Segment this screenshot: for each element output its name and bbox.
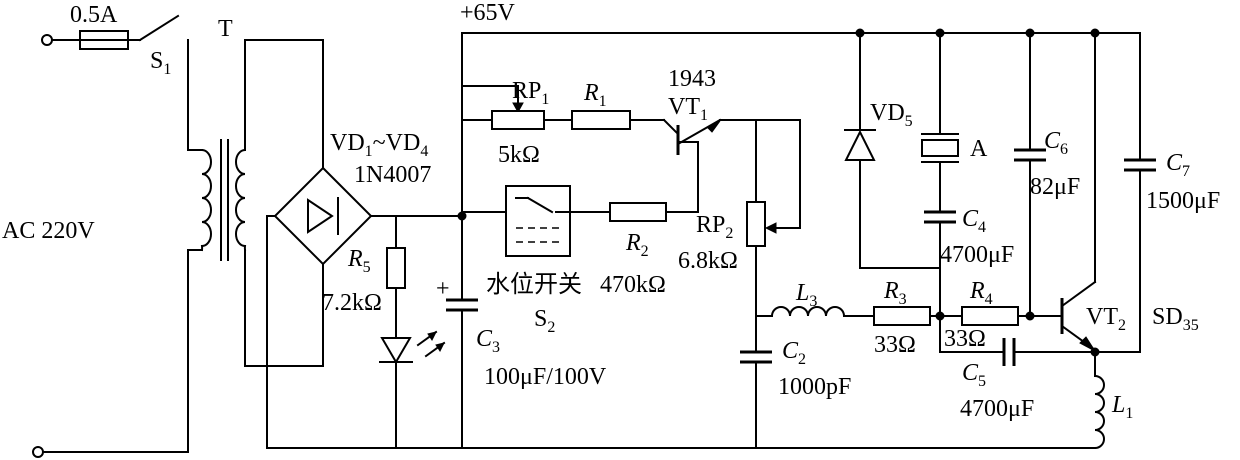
c4-value: 4700μF — [940, 242, 1014, 268]
rp2-label: RP2 — [696, 212, 733, 242]
water-level-switch — [505, 185, 571, 257]
c3-value: 100μF/100V — [484, 364, 607, 390]
r4-c5 — [939, 306, 1096, 366]
supply-bus — [266, 32, 1141, 449]
resistor-r1 — [571, 110, 631, 130]
bridge-part-label: 1N4007 — [354, 162, 431, 188]
r1-label: R1 — [583, 80, 607, 110]
resistor-r4 — [961, 306, 1019, 326]
r5-value: 7.2kΩ — [322, 290, 382, 316]
r5-led-branch — [379, 215, 446, 449]
resistor-r2 — [609, 202, 667, 222]
sd35-label: SD35 — [1152, 304, 1199, 334]
meter-a — [921, 139, 959, 157]
c6-value: 82μF — [1030, 174, 1080, 200]
c7-value: 1500μF — [1146, 188, 1220, 214]
ac-input-label: AC 220V — [2, 218, 95, 244]
r4-value: 33Ω — [944, 326, 986, 352]
vd5-meter-c4 — [844, 28, 959, 353]
switch-s1 — [138, 14, 180, 42]
bridge-label: VD1~VD4 — [330, 130, 428, 160]
r3-value: 33Ω — [874, 332, 916, 358]
supply-label: +65V — [460, 0, 516, 26]
transistor-vt1 — [662, 118, 801, 229]
transistor-vt2 — [1060, 28, 1105, 450]
l3-label: L3 — [795, 280, 817, 310]
r4-label: R4 — [969, 278, 993, 308]
labels: 0.5A S1 T AC 220V +65V VD1~VD4 1N4007 R5… — [2, 0, 1220, 422]
c7-branch — [1094, 32, 1156, 353]
resistor-r5 — [386, 247, 406, 289]
transformer-label: T — [218, 16, 233, 42]
rp1-label: RP1 — [512, 78, 549, 108]
vt1-part-label: 1943 — [668, 66, 716, 92]
r2-value: 470kΩ — [600, 272, 666, 298]
bridge-rectifier — [266, 39, 463, 449]
r5-label: R5 — [347, 246, 371, 276]
meter-a-label: A — [970, 136, 988, 162]
l1-label: L1 — [1111, 392, 1133, 422]
s2-label: S2 — [534, 306, 555, 336]
c2-value: 1000pF — [778, 374, 851, 400]
resistor-r3 — [873, 306, 931, 326]
r2-label: R2 — [625, 230, 649, 260]
potentiometer-rp2 — [746, 201, 766, 247]
l3-c2-r3 — [740, 306, 963, 449]
rp1-r1-branch — [461, 85, 665, 130]
c3-label: C3 — [476, 326, 500, 356]
vt1-label: VT1 — [668, 94, 708, 124]
c5-value: 4700μF — [960, 396, 1034, 422]
c5-label: C5 — [962, 360, 986, 390]
vt2-label: VT2 — [1086, 304, 1126, 334]
vd5-label: VD5 — [870, 100, 913, 130]
c4-label: C4 — [962, 206, 986, 236]
fuse-label: 0.5A — [70, 2, 118, 28]
c6-label: C6 — [1044, 128, 1068, 158]
transformer — [187, 39, 324, 367]
c7-label: C7 — [1166, 150, 1190, 180]
rp2-branch — [746, 201, 801, 353]
rp1-value: 5kΩ — [498, 142, 540, 168]
c2-label: C2 — [782, 338, 806, 368]
rp1-wiper-arrow — [512, 102, 524, 114]
terminal-top — [41, 34, 53, 46]
ac-input-section — [32, 14, 189, 458]
water-switch-branch — [461, 185, 699, 257]
inductor-l3 — [770, 306, 846, 318]
led — [380, 337, 412, 364]
water-switch-label: 水位开关 — [486, 271, 582, 298]
inductor-l1 — [1093, 374, 1105, 450]
potentiometer-rp1 — [491, 110, 545, 130]
rp2-value: 6.8kΩ — [678, 248, 738, 274]
c3-plus: + — [436, 276, 450, 302]
diode-vd5 — [844, 129, 876, 161]
terminal-bottom — [32, 446, 44, 458]
r3-label: R3 — [883, 278, 907, 308]
bridge-diode-symbol — [307, 198, 334, 234]
c6-branch — [1014, 28, 1046, 317]
s1-label: S1 — [150, 48, 171, 78]
